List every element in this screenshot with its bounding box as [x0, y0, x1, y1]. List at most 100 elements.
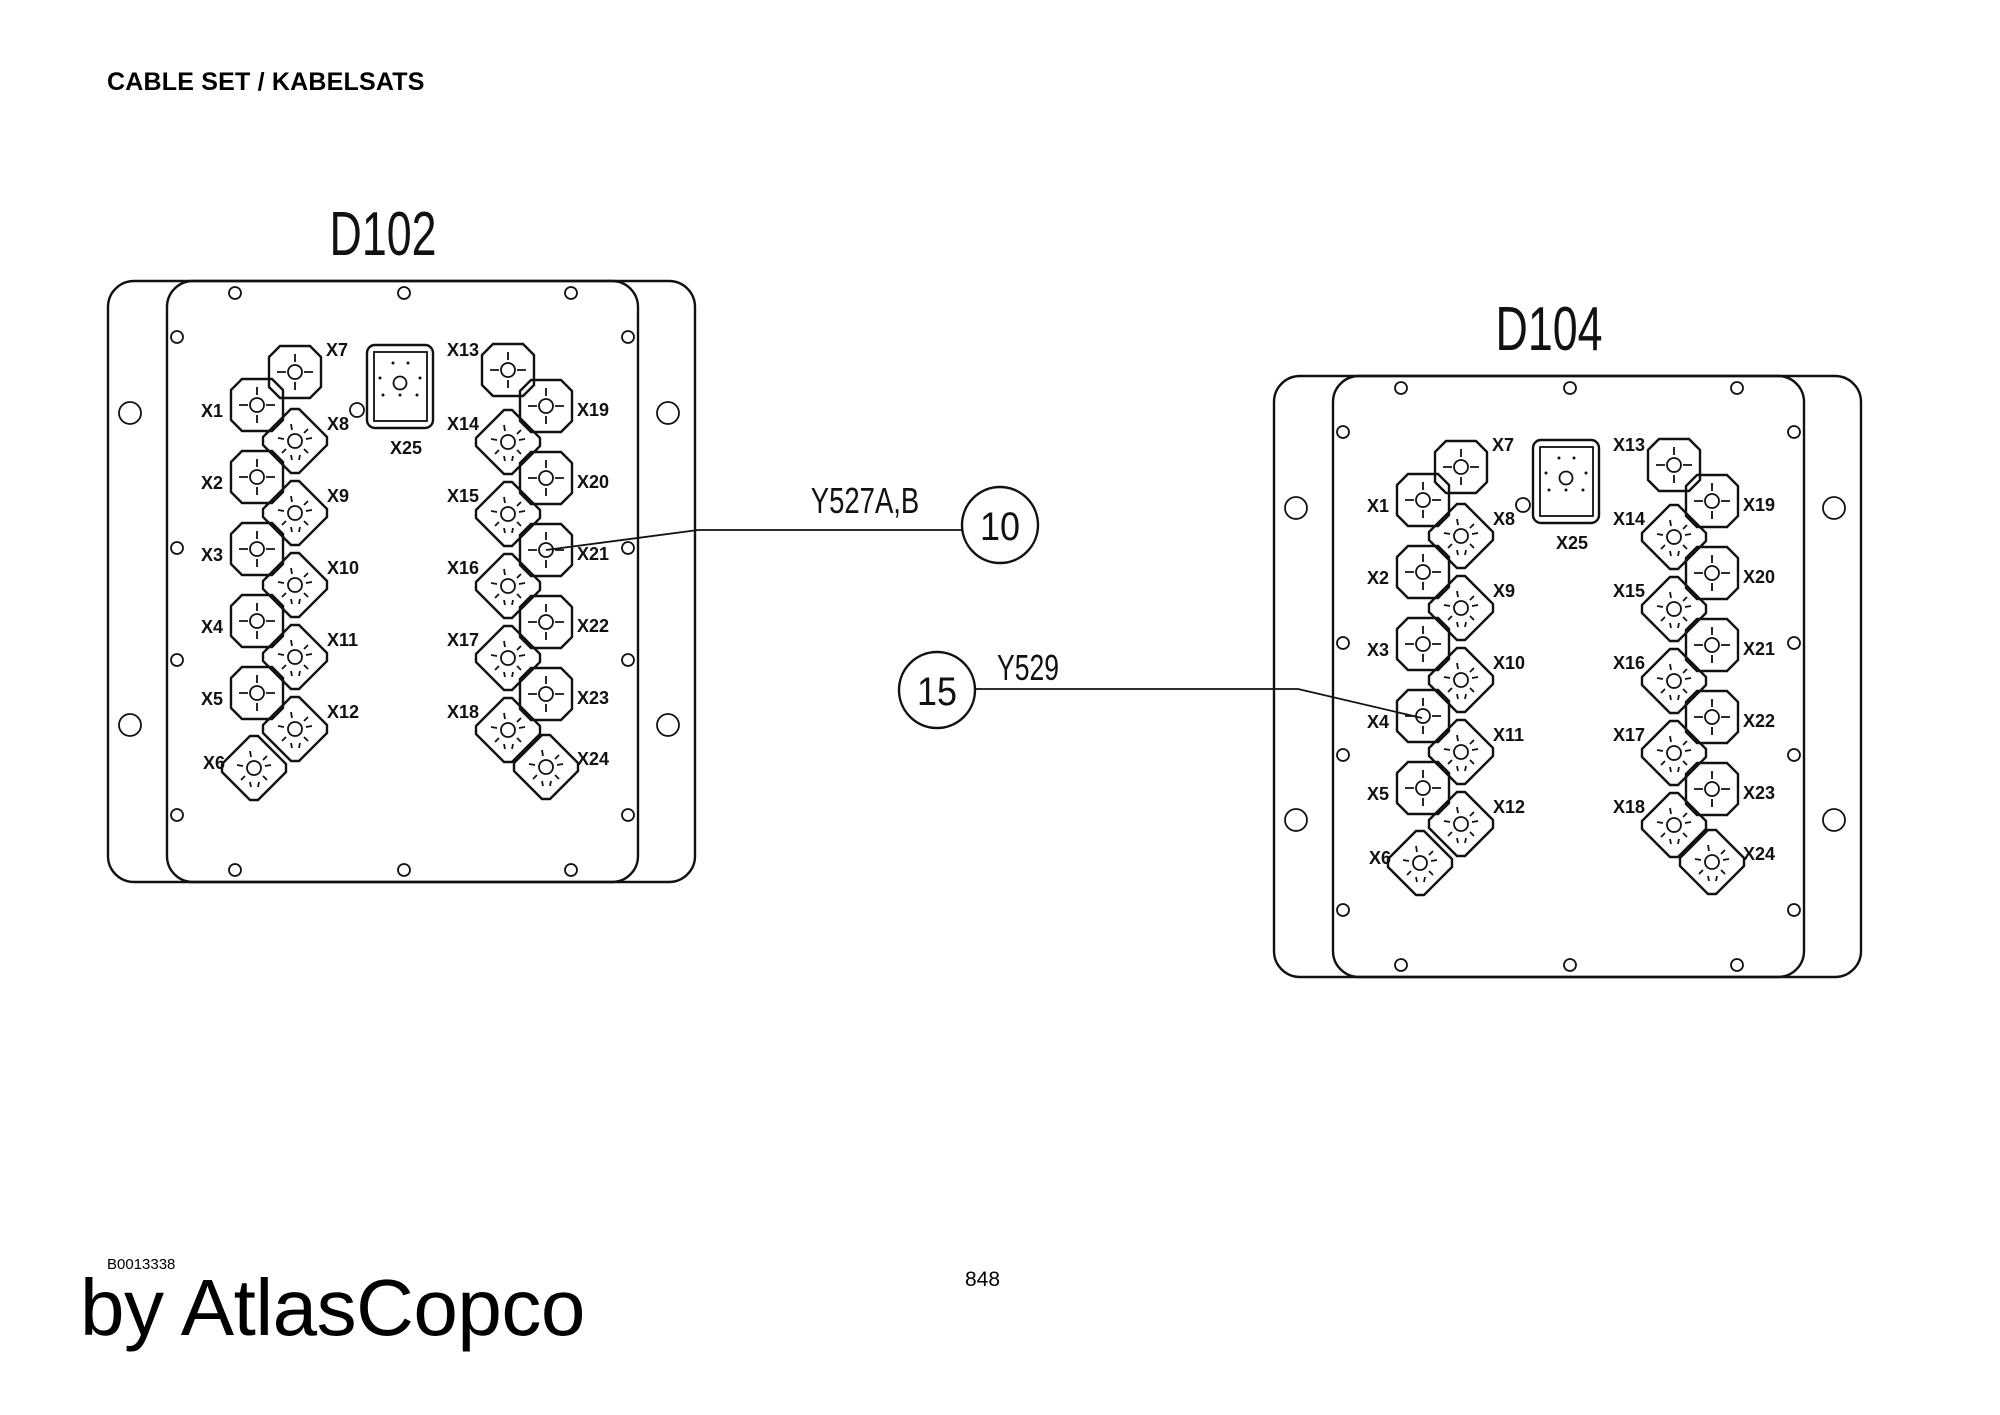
connector-x23[interactable]	[1684, 761, 1740, 817]
connector-x7[interactable]	[1433, 439, 1489, 495]
connector-x9[interactable]	[261, 479, 329, 547]
connector-body	[474, 480, 542, 548]
connector-x2[interactable]	[1395, 544, 1451, 600]
connector-x21[interactable]	[1684, 617, 1740, 673]
connector-pin-icon	[538, 470, 554, 486]
connector-key-marks	[1443, 806, 1479, 844]
connector-label: X4	[201, 617, 223, 637]
connector-x11[interactable]	[1427, 718, 1495, 786]
connector-key-marks	[490, 352, 526, 388]
connector-key-marks	[528, 676, 564, 712]
connector-x6[interactable]	[1386, 829, 1454, 897]
mounting-hole-icon	[1822, 496, 1846, 520]
connector-label: X25	[390, 438, 422, 458]
connector-x18[interactable]	[474, 696, 542, 764]
pin-dot	[1584, 471, 1588, 475]
connector-x20[interactable]	[1684, 545, 1740, 601]
connector-pin-icon	[287, 649, 303, 665]
connector-x22[interactable]	[518, 594, 574, 650]
connector-key-marks	[1694, 771, 1730, 807]
callout-balloon[interactable]	[897, 650, 977, 730]
connector-x18[interactable]	[1640, 791, 1708, 859]
connector-x16[interactable]	[1640, 647, 1708, 715]
connector-pin-icon	[392, 375, 408, 391]
screw-icon	[1563, 381, 1577, 395]
connector-x13[interactable]	[1646, 437, 1702, 493]
connector-body	[261, 407, 329, 475]
connector-x13[interactable]	[480, 342, 536, 398]
connector-x16[interactable]	[474, 552, 542, 620]
connector-x8[interactable]	[1427, 502, 1495, 570]
connector-x5[interactable]	[229, 665, 285, 721]
panel-title: D104	[1496, 295, 1603, 364]
connector-label: X19	[1743, 495, 1775, 515]
connector-x25[interactable]	[365, 343, 435, 430]
connector-label: X10	[327, 558, 359, 578]
connector-pin-icon	[1704, 493, 1720, 509]
connector-key-marks	[1656, 447, 1692, 483]
connector-pin-icon	[1666, 817, 1682, 833]
connector-x4[interactable]	[229, 593, 285, 649]
connector-x8[interactable]	[261, 407, 329, 475]
connector-x10[interactable]	[1427, 646, 1495, 714]
panel-title: D102	[330, 200, 437, 269]
connector-x7[interactable]	[267, 344, 323, 400]
connector-x19[interactable]	[518, 378, 574, 434]
connector-x6[interactable]	[220, 734, 288, 802]
pin-dot	[398, 393, 402, 397]
connector-x10[interactable]	[261, 551, 329, 619]
screw-icon	[1787, 748, 1801, 762]
connector-x1[interactable]	[1395, 472, 1451, 528]
connector-x11[interactable]	[261, 623, 329, 691]
connector-x12[interactable]	[1427, 790, 1495, 858]
connector-x17[interactable]	[474, 624, 542, 692]
mounting-hole-icon	[118, 713, 142, 737]
connector-label: X9	[327, 486, 349, 506]
connector-x20[interactable]	[518, 450, 574, 506]
connector-label: X5	[1367, 784, 1389, 804]
screw-icon	[170, 808, 184, 822]
screw-icon	[1730, 958, 1744, 972]
connector-label: X7	[1492, 435, 1514, 455]
connector-x15[interactable]	[1640, 575, 1708, 643]
connector-x25[interactable]	[1531, 438, 1601, 525]
connector-label: X24	[1743, 844, 1775, 864]
connector-x1[interactable]	[229, 377, 285, 433]
connector-x5[interactable]	[1395, 760, 1451, 816]
connector-x15[interactable]	[474, 480, 542, 548]
connector-x21[interactable]	[518, 522, 574, 578]
connector-x19[interactable]	[1684, 473, 1740, 529]
connector-x12[interactable]	[261, 695, 329, 763]
connector-x22[interactable]	[1684, 689, 1740, 745]
connector-body	[1395, 472, 1451, 528]
connector-x3[interactable]	[229, 521, 285, 577]
callout-balloon[interactable]	[960, 485, 1040, 565]
connector-x3[interactable]	[1395, 616, 1451, 672]
connector-x2[interactable]	[229, 449, 285, 505]
screw-icon	[1787, 425, 1801, 439]
connector-key-marks	[1656, 663, 1692, 701]
document-id: B0013338	[107, 1256, 176, 1273]
connector-x9[interactable]	[1427, 574, 1495, 642]
connector-label: X11	[1493, 725, 1524, 745]
connector-x23[interactable]	[518, 666, 574, 722]
connector-pin-icon	[1453, 459, 1469, 475]
connector-x24[interactable]	[512, 733, 580, 801]
connector-x14[interactable]	[1640, 503, 1708, 571]
connector-x24[interactable]	[1678, 828, 1746, 896]
connector-body	[261, 695, 329, 763]
connector-pin-icon	[1415, 564, 1431, 580]
connector-x14[interactable]	[474, 408, 542, 476]
connector-pin-icon	[1412, 855, 1428, 871]
connector-key-marks	[277, 711, 313, 749]
connector-key-marks	[277, 423, 313, 461]
mounting-hole-icon	[1284, 496, 1308, 520]
page-header: CABLE SET / KABELSATS	[107, 68, 425, 96]
leader-line	[545, 529, 962, 551]
connector-pin-icon	[287, 505, 303, 521]
control-panel-d104: D104X7X1X2X3X4X5X8X9X10X11X12X6X13X19X20…	[1272, 295, 1863, 979]
screw-icon	[170, 541, 184, 555]
connector-x17[interactable]	[1640, 719, 1708, 787]
